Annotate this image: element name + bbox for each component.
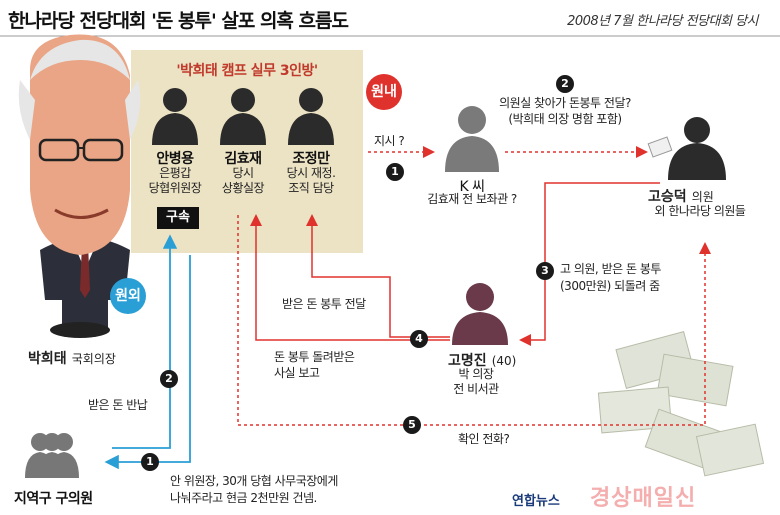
ahn-line1: 은평갑: [159, 166, 191, 180]
step-circle-4: 4: [410, 330, 428, 348]
park-caricature: [18, 34, 141, 338]
money-pile: [597, 331, 765, 477]
step-circle-2a: 2: [160, 370, 178, 388]
step-circle-2b: 2: [556, 75, 574, 93]
agency-logo: 연합뉴스: [512, 494, 560, 509]
step-text-4c: 사실 보고: [274, 366, 320, 380]
step-text-1a-2: 나눠주라고 현금 2천만원 건넴.: [170, 491, 317, 505]
kim-line1: 당시: [232, 166, 254, 180]
k-silhouette: [445, 106, 499, 172]
step-text-2a: 받은 돈 반납: [88, 398, 148, 412]
gosd-suffix: 의원: [691, 190, 714, 204]
gomj-age: (40): [491, 354, 517, 368]
step-text-2b-2: (박희태 의장 명함 포함): [508, 112, 622, 126]
camp-title: '박희태 캠프 실무 3인방': [176, 63, 318, 79]
page-subtitle: 2008년 7월 한나라당 전당대회 당시: [567, 14, 758, 29]
kim-line2: 상황실장: [221, 181, 265, 195]
step-circle-3: 3: [536, 262, 554, 280]
park-role: 국회의장: [71, 352, 116, 366]
step-text-3: 고 의원, 받은 돈 봉투: [560, 262, 661, 276]
district-silhouettes: [25, 433, 79, 478]
park-label: 박희태 국회의장: [28, 348, 116, 368]
step-circle-5: 5: [403, 416, 421, 434]
step-circle-1a: 1: [141, 453, 159, 471]
step-circle-1b: 1: [386, 163, 404, 181]
arrested-badge: 구속: [157, 207, 199, 229]
gomj-line1: 박 의장: [458, 367, 494, 381]
watermark: 경상매일신: [590, 486, 697, 511]
k-role: 김효재 전 보좌관 ?: [427, 192, 517, 206]
cho-line2: 조직 담당: [288, 181, 334, 195]
step-text-2b: 의원실 찾아가 돈봉투 전달?: [499, 96, 631, 110]
step-text-1b: 지시 ?: [374, 134, 405, 148]
gomj-name: 고명진: [448, 353, 487, 369]
outside-badge: 원외: [110, 278, 146, 314]
kim-name: 김효재: [224, 151, 262, 167]
gosd-silhouette: [647, 117, 726, 180]
gosd-label: 고승덕 의원: [648, 186, 714, 206]
ahn-name: 안병용: [156, 151, 194, 167]
park-name: 박희태: [28, 351, 67, 367]
step-text-4a: 받은 돈 봉투 전달: [282, 297, 366, 311]
step-text-1a: 안 위원장, 30개 당협 사무국장에게: [170, 474, 338, 488]
step-text-4b: 돈 봉투 돌려받은: [274, 350, 355, 364]
k-name: K 씨: [459, 179, 485, 195]
gomj-line2: 전 비서관: [453, 382, 499, 396]
gomj-silhouette: [452, 283, 508, 345]
step-text-3-2: (300만원) 되돌려 줌: [560, 279, 660, 293]
page-title: 한나라당 전당대회 '돈 봉투' 살포 의혹 흐름도: [8, 10, 349, 32]
aide-silhouettes: [152, 88, 334, 145]
cho-name: 조정만: [292, 151, 330, 167]
district-name: 지역구 구의원: [14, 491, 93, 507]
gosd-role: 외 한나라당 의원들: [654, 204, 746, 218]
step-text-5: 확인 전화?: [458, 432, 510, 446]
cho-line1: 당시 재정.: [286, 166, 336, 180]
gomj-label: 고명진 (40): [448, 350, 516, 370]
gosd-name: 고승덕: [648, 189, 687, 205]
inside-badge: 원내: [366, 74, 402, 110]
ahn-line2: 당협위원장: [148, 181, 202, 195]
